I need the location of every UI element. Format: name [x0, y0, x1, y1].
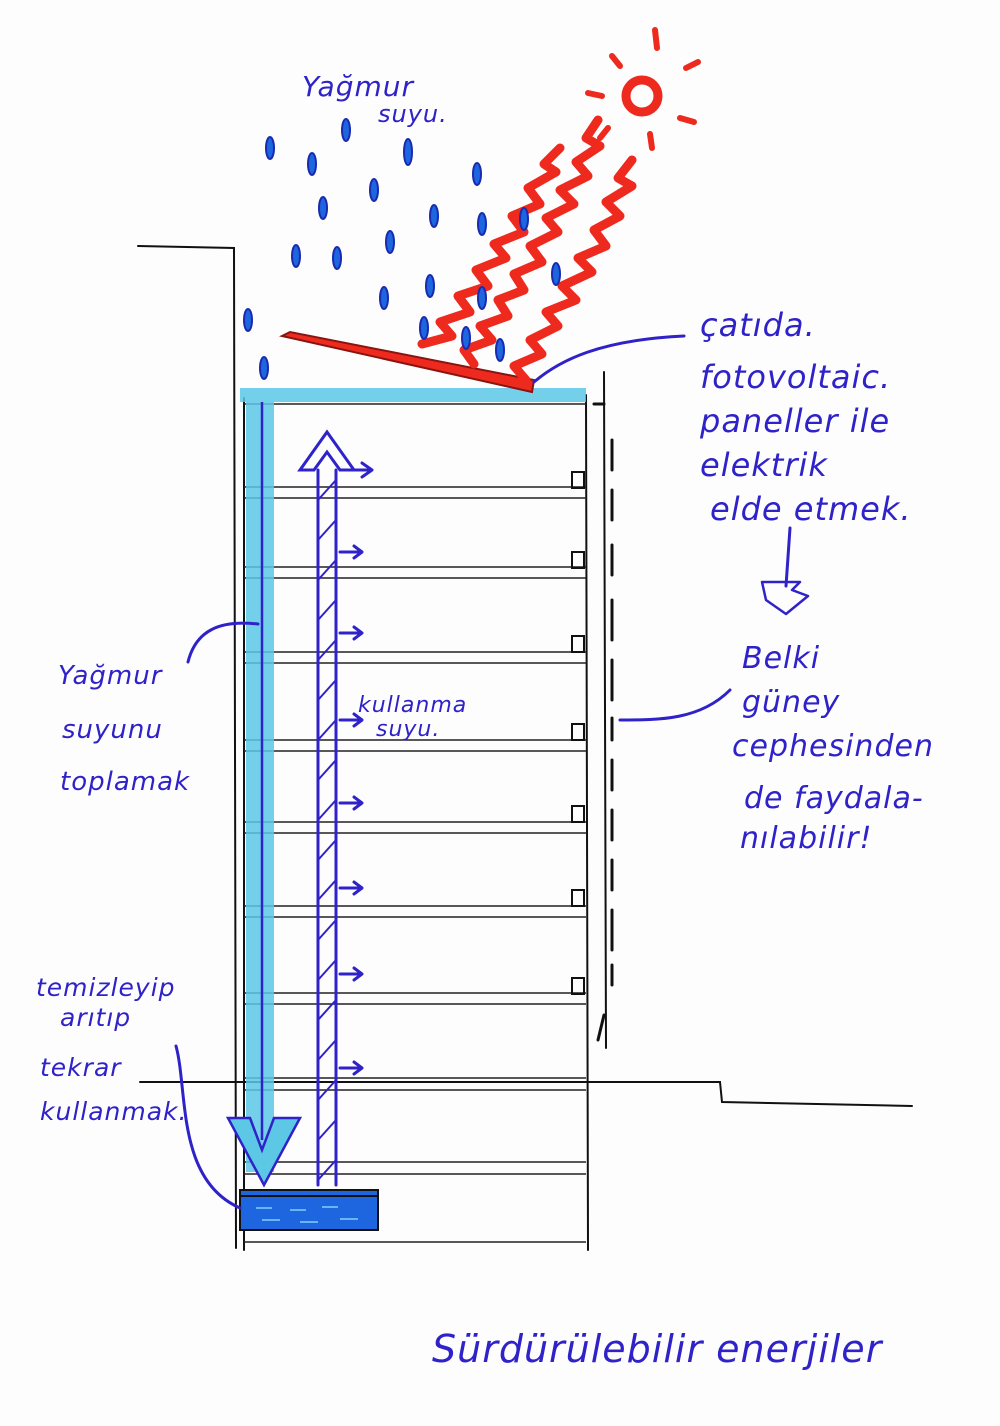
rain-drop-icon — [477, 286, 487, 310]
hollow-arrow-down-icon — [760, 580, 810, 616]
rain-drop-icon — [429, 204, 439, 228]
roof-pv-line-2: fotovoltaic. — [700, 358, 891, 396]
rain-drop-icon — [332, 246, 342, 270]
maybe-south-line-4: de faydala- — [744, 781, 924, 816]
window-sills — [571, 471, 585, 995]
rain-drop-icon — [265, 136, 275, 160]
label-clean-reuse: temizleyip arıtıp tekrar kullanmak. — [36, 973, 187, 1126]
roof-pv-line-5: elde etmek. — [710, 490, 912, 528]
collect-rain-line-2: suyunu — [62, 715, 163, 745]
usage-water-line-1: kullanma — [358, 693, 467, 718]
usage-water-riser — [297, 429, 374, 1187]
rain-drop-icon — [551, 262, 561, 286]
rain-drop-icon — [318, 196, 328, 220]
roof-pv-line-1: çatıda. — [700, 306, 816, 344]
rain-downpipe — [225, 402, 303, 1188]
label-collect-rain: Yağmur suyunu toplamak — [58, 661, 190, 797]
arrow-up-icon — [297, 429, 357, 472]
clean-reuse-line-1: temizleyip — [36, 973, 176, 1002]
building-section — [137, 245, 913, 1251]
rain-drop-icon — [425, 274, 435, 298]
left-building-outline — [137, 245, 237, 1249]
rain-drops — [243, 118, 561, 380]
leader-collect-rain — [186, 621, 260, 664]
maybe-south-line-1: Belki — [742, 641, 820, 676]
facade-louvers — [592, 402, 614, 1042]
clean-reuse-line-4: kullanmak. — [40, 1097, 187, 1126]
sun-icon — [585, 27, 701, 151]
solar-panel-icon — [279, 330, 536, 394]
leader-lines — [174, 334, 810, 1210]
maybe-south-line-2: güney — [742, 685, 841, 720]
roof-water-collector — [240, 388, 586, 402]
rain-drop-icon — [379, 286, 389, 310]
clean-reuse-line-3: tekrar — [40, 1053, 122, 1082]
maybe-south-line-3: cephesinden — [732, 729, 934, 764]
label-roof-pv: çatıda. fotovoltaic. paneller ile elektr… — [699, 306, 912, 528]
rain-drop-icon — [259, 356, 269, 380]
rain-drop-icon — [243, 308, 253, 332]
usage-water-line-2: suyu. — [376, 717, 440, 742]
rain-drop-icon — [519, 207, 529, 231]
rain-drop-icon — [369, 178, 379, 202]
rain-drop-icon — [291, 244, 301, 268]
water-tank-icon — [239, 1189, 379, 1231]
rain-drop-icon — [477, 212, 487, 236]
collect-rain-line-1: Yağmur — [58, 661, 164, 691]
floor-slabs — [244, 403, 586, 1243]
rain-drop-icon — [341, 118, 351, 142]
clean-reuse-line-2: arıtıp — [60, 1003, 131, 1032]
rain-drop-icon — [472, 162, 482, 186]
leader-pv-down — [784, 526, 792, 588]
label-usage-water: kullanma suyu. — [358, 693, 467, 742]
rain-drop-icon — [419, 316, 429, 340]
leader-facade — [618, 688, 732, 722]
rain-drop-icon — [495, 338, 505, 362]
sun-rays — [417, 115, 637, 385]
rain-water-line-2: suyu. — [378, 100, 448, 128]
arrow-down-icon — [225, 1116, 303, 1188]
facade-line — [603, 371, 607, 1049]
leader-clean-reuse — [174, 1044, 242, 1210]
building-right-wall — [585, 394, 589, 1251]
floor-branch-arrows — [338, 461, 374, 1076]
rain-drop-icon — [403, 138, 413, 166]
roof-pv-line-4: elektrik — [700, 446, 828, 484]
roof-pv-line-3: paneller ile — [699, 402, 890, 440]
maybe-south-line-5: nılabilir! — [740, 821, 872, 856]
label-maybe-south: Belki güney cephesinden de faydala- nıla… — [732, 641, 934, 856]
leader-roof-pv — [532, 334, 686, 384]
sketch-title: Sürdürülebilir enerjiler — [432, 1327, 884, 1371]
ground-line — [139, 1081, 913, 1107]
rain-drop-icon — [307, 152, 317, 176]
rain-drop-icon — [385, 230, 395, 254]
collect-rain-line-3: toplamak — [60, 767, 190, 797]
rain-drop-icon — [461, 326, 471, 350]
rain-water-line-1: Yağmur — [302, 70, 414, 103]
label-rain-water: Yağmur suyu. — [302, 70, 448, 128]
